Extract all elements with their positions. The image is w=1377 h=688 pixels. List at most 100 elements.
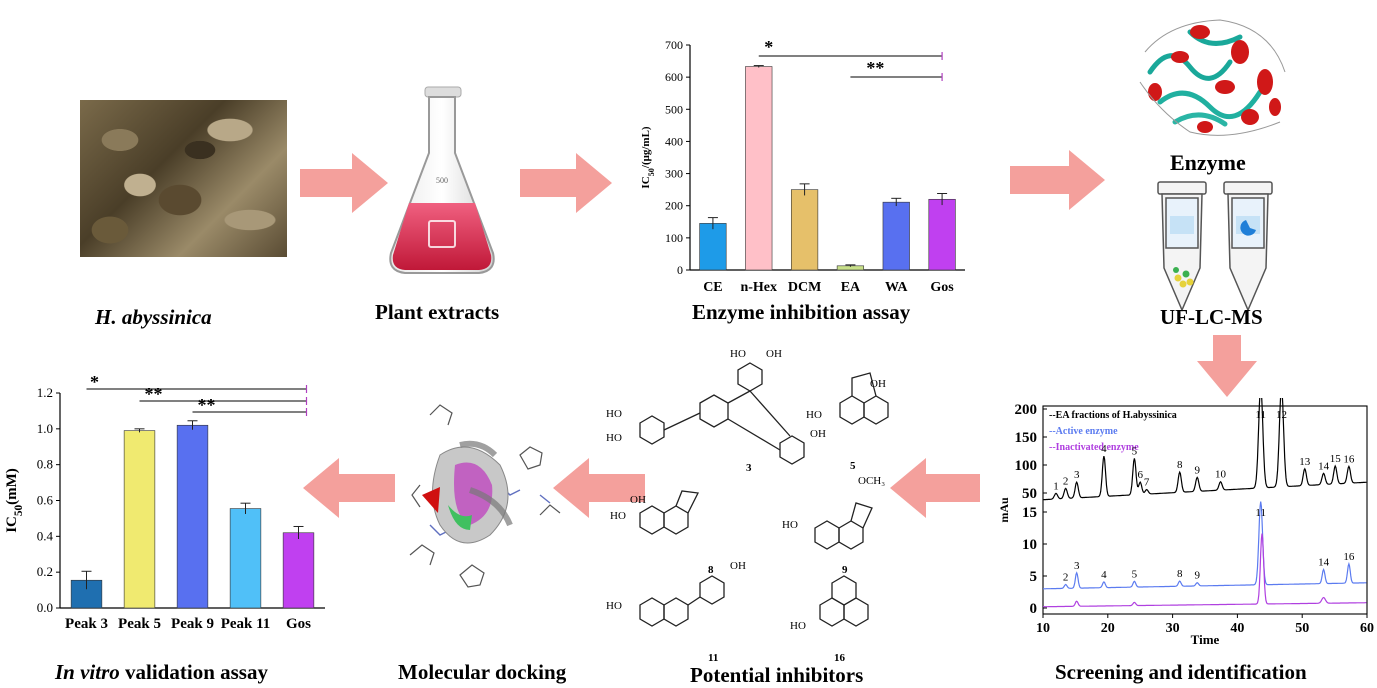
category-label: Peak 3 xyxy=(65,616,108,632)
hydroxyl-label: HO xyxy=(606,408,622,420)
y-tick-label: 200 xyxy=(1015,402,1038,418)
y-tick-label: 0 xyxy=(677,263,683,277)
hydroxyl-label: HO xyxy=(606,432,622,444)
hydroxyl-label: OH xyxy=(630,494,646,506)
flask-icon: 500 xyxy=(389,86,495,274)
legend-entry: --Active enzyme xyxy=(1049,426,1118,437)
y-tick-label: 0 xyxy=(1030,601,1038,617)
peak-label: 8 xyxy=(1177,568,1183,580)
hydroxyl-label: HO xyxy=(610,510,626,522)
bar xyxy=(699,223,727,271)
category-label: EA xyxy=(841,280,861,295)
flow-arrow xyxy=(890,458,980,518)
peak-label: 2 xyxy=(1063,572,1069,584)
ea-trace xyxy=(1043,398,1367,501)
y-tick-label: 0.8 xyxy=(37,457,53,472)
peak-label: 5 xyxy=(1132,568,1138,580)
active-trace xyxy=(1043,501,1367,590)
compound-16-label: 16 xyxy=(834,652,846,663)
bar xyxy=(176,424,209,609)
y-axis-label: IC50/(μg/mL) xyxy=(640,126,656,188)
validation-caption-rest: validation assay xyxy=(119,660,268,684)
peak-label: 8 xyxy=(1177,459,1183,471)
hydroxyl-label: OH xyxy=(870,378,886,390)
y-tick-label: 1.2 xyxy=(37,385,53,400)
screening-caption: Screening and identification xyxy=(1055,660,1307,684)
significance-label: * xyxy=(90,375,99,392)
peak-label: 14 xyxy=(1318,460,1330,472)
peak-label: 5 xyxy=(1132,445,1138,457)
validation-caption-italic: In vitro xyxy=(55,660,120,684)
peak-label: 10 xyxy=(1215,469,1227,481)
bar xyxy=(123,430,156,609)
y-tick-label: 700 xyxy=(665,38,683,52)
hydroxyl-label: HO xyxy=(730,348,746,360)
significance-label: ** xyxy=(198,395,216,415)
bar xyxy=(928,198,956,271)
hydroxyl-label: OH xyxy=(810,428,826,440)
compound-3-label: 3 xyxy=(746,462,752,474)
hydroxyl-label: HO xyxy=(790,620,806,632)
plant-photo xyxy=(80,100,287,257)
enzyme-label: Enzyme xyxy=(1170,150,1246,175)
x-tick-label: 30 xyxy=(1166,621,1180,636)
uflcms-caption: UF-LC-MS xyxy=(1160,305,1263,329)
inhibitors-caption: Potential inhibitors xyxy=(690,663,864,687)
y-tick-label: 0.4 xyxy=(37,528,54,543)
significance-label: * xyxy=(764,37,773,57)
docking-pose-icon xyxy=(409,404,561,588)
x-tick-label: 20 xyxy=(1101,621,1115,636)
compound-5-label: 5 xyxy=(850,460,856,472)
docking-caption: Molecular docking xyxy=(398,660,567,684)
y-tick-label: 150 xyxy=(1015,430,1038,446)
x-tick-label: 60 xyxy=(1360,621,1374,636)
y-tick-label: 100 xyxy=(1015,458,1038,474)
y-tick-label: 600 xyxy=(665,70,683,84)
bar xyxy=(882,201,910,271)
x-tick-label: 10 xyxy=(1036,621,1050,636)
compound-9-label: 9 xyxy=(842,564,848,576)
category-label: DCM xyxy=(788,280,821,295)
x-axis-label: Time xyxy=(1191,632,1220,647)
y-axis-label: mAu xyxy=(997,497,1011,523)
compound-structures: HO OH HO HO OH OH HO OH HO OCH₃ HO HO OH… xyxy=(606,348,889,663)
peak-label: 11 xyxy=(1255,507,1266,519)
inactive-trace xyxy=(1043,533,1367,608)
legend-entry: --EA fractions of H.abyssinica xyxy=(1049,410,1177,421)
y-tick-label: 5 xyxy=(1030,569,1038,585)
peak-label: 16 xyxy=(1343,551,1355,563)
flow-arrow xyxy=(1010,150,1105,210)
y-tick-label: 10 xyxy=(1022,537,1037,553)
category-label: n-Hex xyxy=(740,280,777,295)
y-tick-label: 400 xyxy=(665,134,683,148)
peak-label: 12 xyxy=(1276,409,1287,421)
peak-label: 2 xyxy=(1063,475,1069,487)
bar xyxy=(229,508,262,609)
category-label: Gos xyxy=(286,616,311,632)
category-label: Peak 5 xyxy=(118,616,161,632)
x-tick-label: 40 xyxy=(1230,621,1244,636)
y-tick-label: 100 xyxy=(665,231,683,245)
category-label: CE xyxy=(703,280,722,295)
peak-label: 3 xyxy=(1074,560,1080,572)
peak-label: 9 xyxy=(1194,464,1200,476)
flow-arrow xyxy=(1197,335,1257,397)
plant-extracts-caption: Plant extracts xyxy=(375,300,500,324)
y-tick-label: 0.6 xyxy=(37,493,54,508)
peak-label: 1 xyxy=(1053,480,1059,492)
flow-arrow xyxy=(300,153,388,213)
peak-label: 4 xyxy=(1101,443,1107,455)
plant-name-caption: H. abyssinica xyxy=(95,305,212,329)
y-tick-label: 200 xyxy=(665,199,683,213)
peak-label: 9 xyxy=(1194,570,1200,582)
peak-label: 4 xyxy=(1101,569,1107,581)
ultrafiltration-tubes-icon xyxy=(1157,181,1273,312)
category-label: Peak 9 xyxy=(171,616,214,632)
peak-label: 13 xyxy=(1299,456,1311,468)
flow-arrow xyxy=(303,458,395,518)
hydroxyl-label: OH xyxy=(730,560,746,572)
methoxy-label: OCH₃ xyxy=(858,475,885,487)
legend-entry: --Inactivated enzyme xyxy=(1049,442,1139,453)
